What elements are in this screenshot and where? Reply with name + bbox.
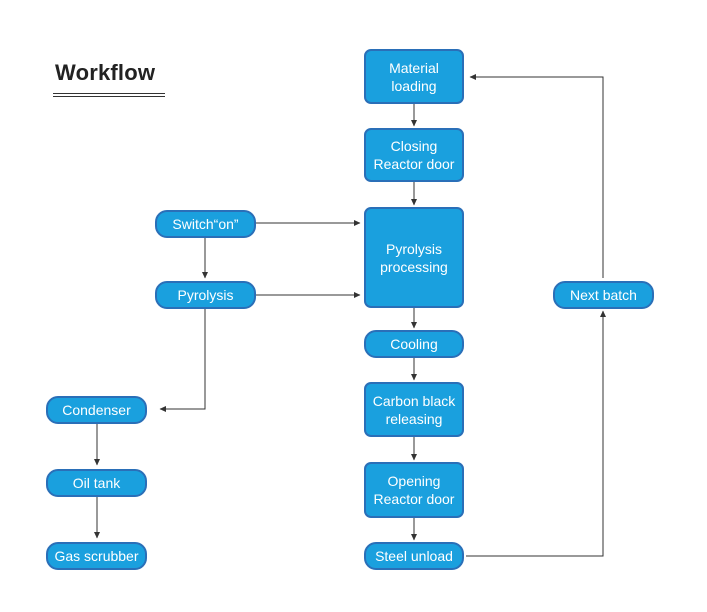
arrow-steel-unload-to-next-batch xyxy=(466,310,606,557)
node-material-loading: Material loading xyxy=(364,49,464,104)
diagram-title: Workflow xyxy=(55,60,156,85)
node-opening-reactor-door: Opening Reactor door xyxy=(364,462,464,518)
node-switch-on: Switch“on” xyxy=(155,210,256,238)
node-oil-tank: Oil tank xyxy=(46,469,147,497)
arrow-next-batch-to-material-loading xyxy=(469,74,604,278)
node-pyrolysis: Pyrolysis xyxy=(155,281,256,309)
node-carbon-black-releasing: Carbon black releasing xyxy=(364,382,464,437)
node-next-batch: Next batch xyxy=(553,281,654,309)
node-closing-reactor-door: Closing Reactor door xyxy=(364,128,464,182)
node-cooling: Cooling xyxy=(364,330,464,358)
node-steel-unload: Steel unload xyxy=(364,542,464,570)
title-underline-bottom xyxy=(53,96,165,97)
arrow-pyrolysis-to-condenser xyxy=(159,309,206,412)
node-gas-scrubber: Gas scrubber xyxy=(46,542,147,570)
node-condenser: Condenser xyxy=(46,396,147,424)
node-pyrolysis-processing: Pyrolysis processing xyxy=(364,207,464,308)
title-underline-top xyxy=(53,93,165,94)
